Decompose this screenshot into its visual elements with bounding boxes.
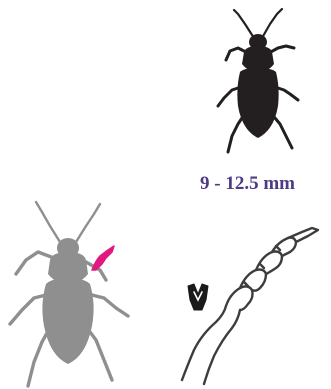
beetle-highlight-icon — [4, 200, 132, 389]
beetle-silhouette-icon — [200, 6, 312, 156]
leg-detail-icon — [168, 224, 331, 389]
size-label: 9 - 12.5 mm — [200, 173, 331, 195]
